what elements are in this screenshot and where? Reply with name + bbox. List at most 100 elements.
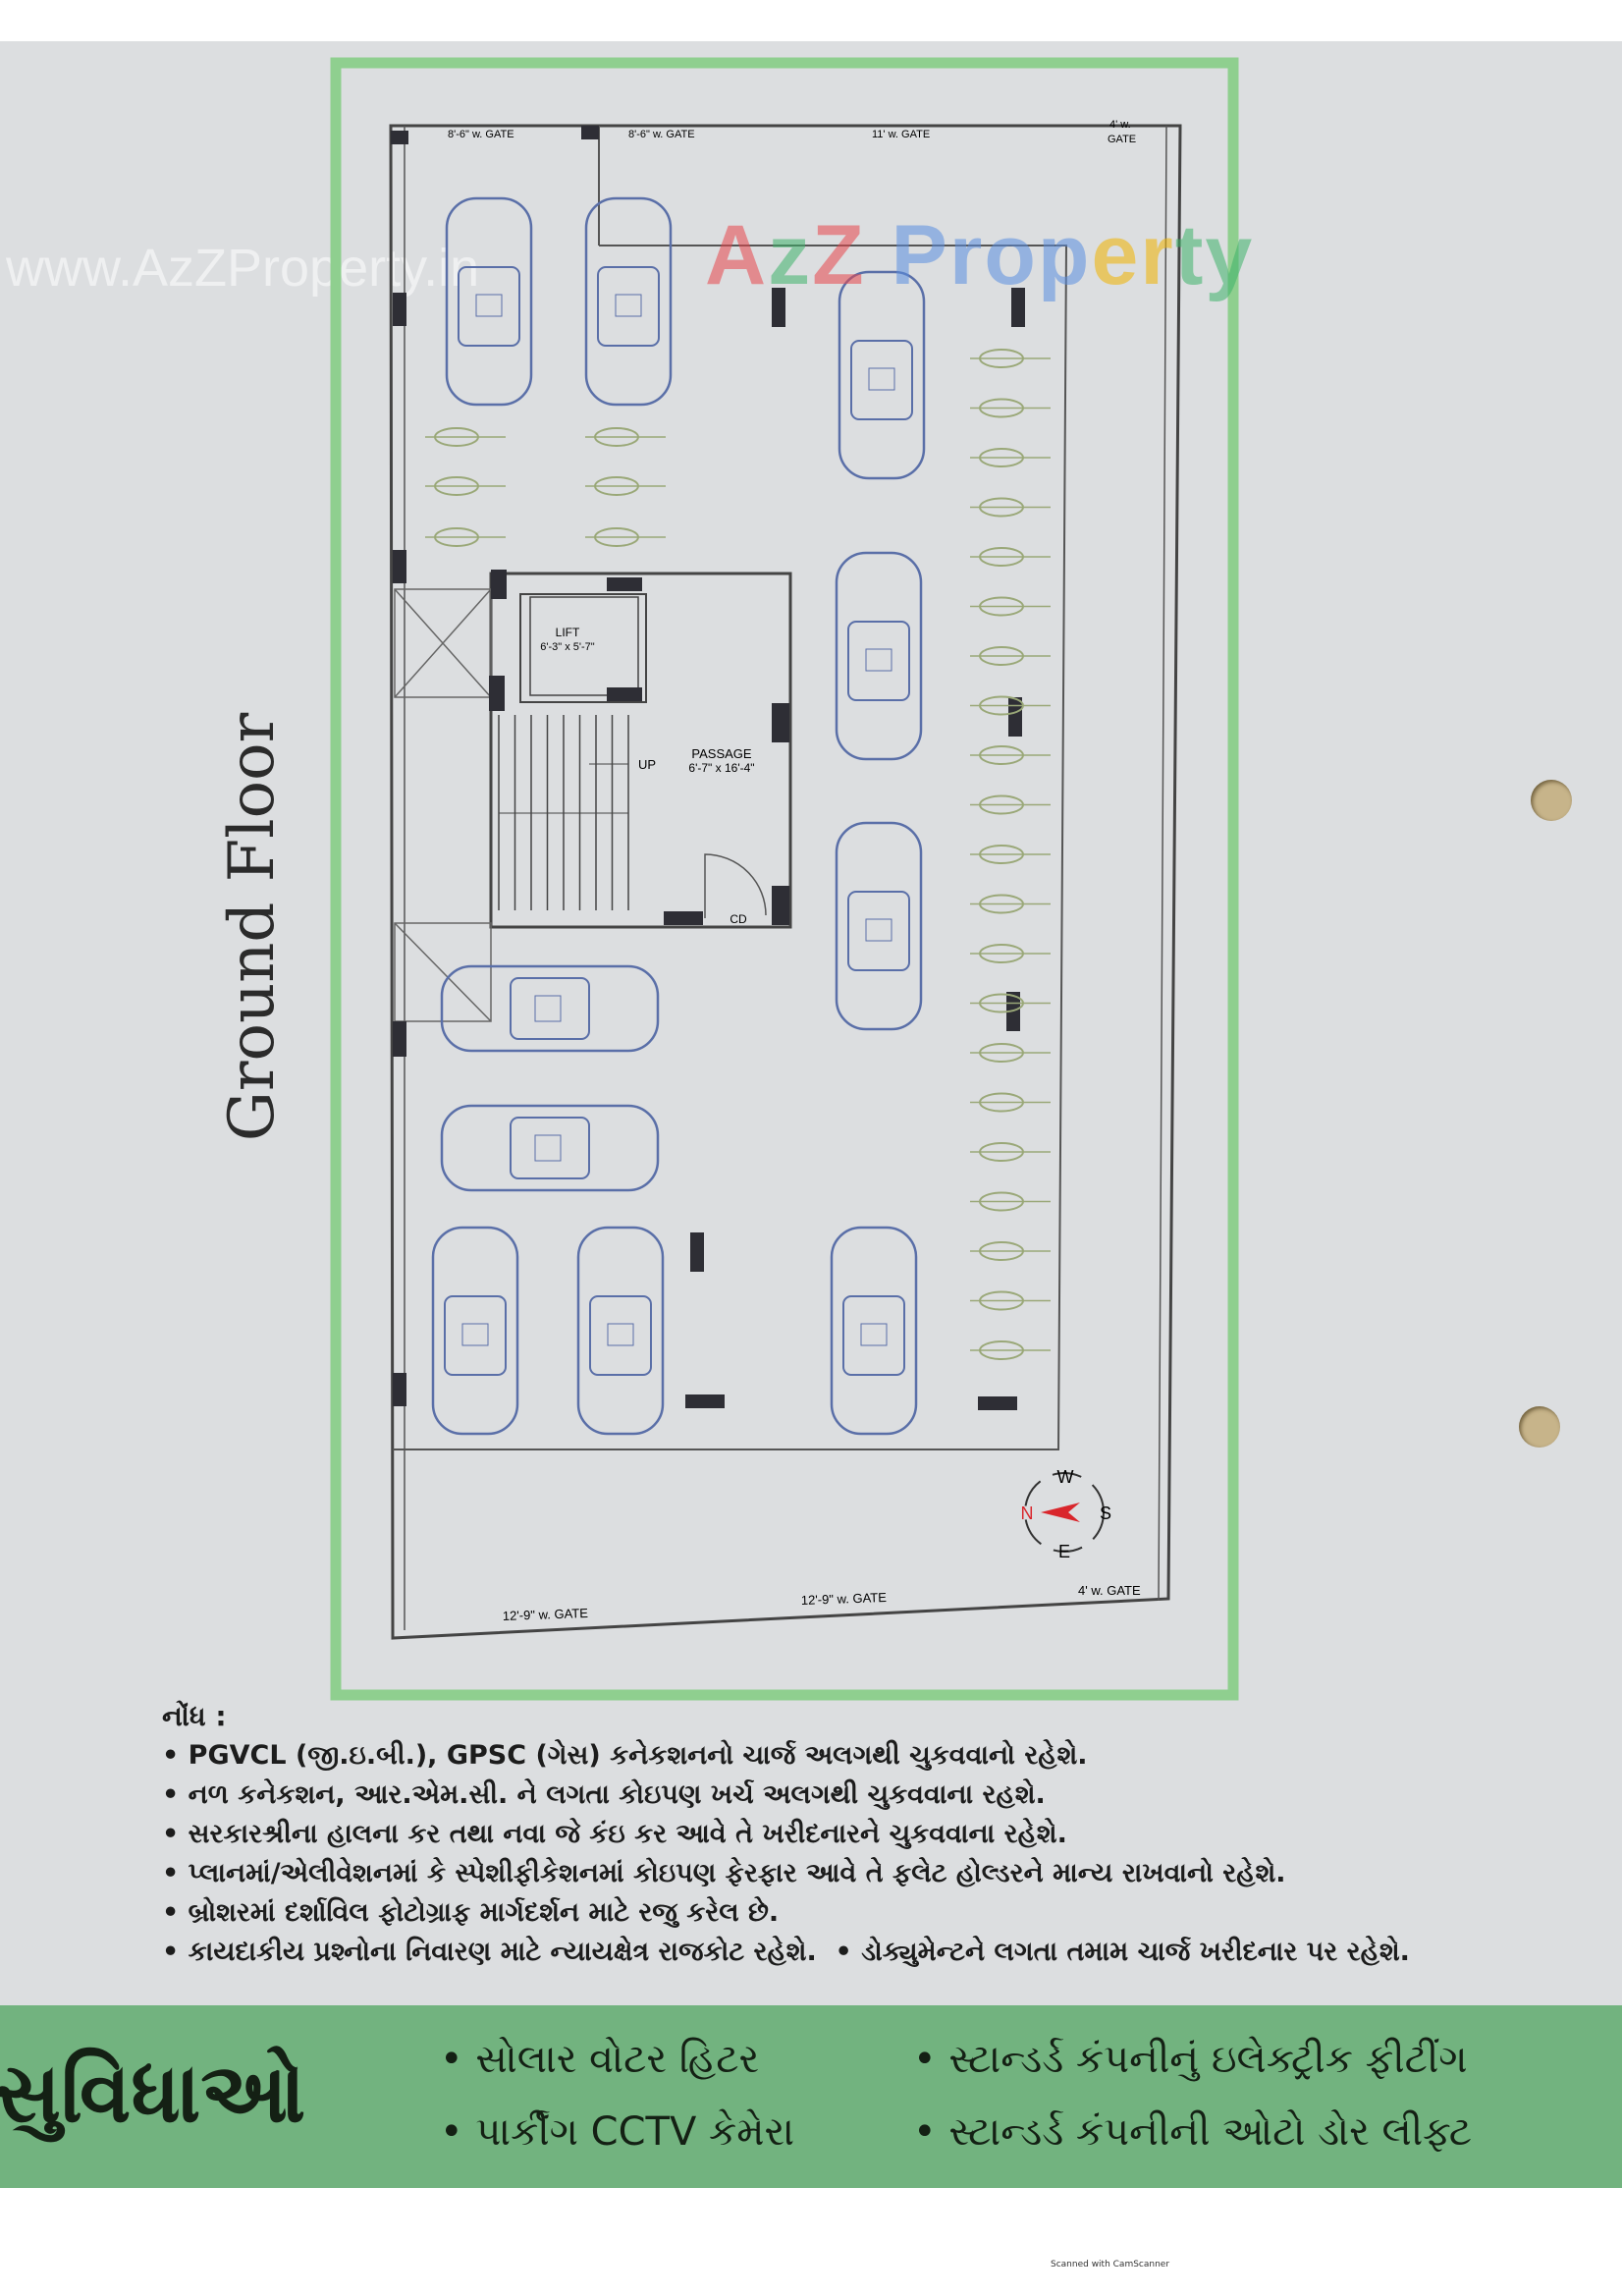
bike-icon (970, 1241, 1051, 1261)
lift-size: 6'-3" x 5'-7" (540, 641, 595, 653)
notes-heading: નોંધ : (162, 1700, 227, 1732)
bike-icon (970, 845, 1051, 864)
gate-label-top-4b: GATE (1108, 134, 1136, 145)
bike-icon (585, 427, 666, 447)
bike-icon (970, 944, 1051, 963)
plot-boundary-inner (404, 125, 1167, 1630)
bike-icon (970, 398, 1051, 418)
column-block (1011, 288, 1025, 327)
bike-icon (970, 596, 1051, 617)
amenity-item: પાર્કીંગ CCTV કેમેરા (440, 2109, 794, 2155)
column-block (772, 288, 785, 327)
note-item: ડોક્યુમેન્ટને લગતા તમામ ચાર્જ ખરીદનાર પર… (836, 1937, 1410, 1967)
compass-n: N (1021, 1503, 1034, 1523)
passage-size: 6'-7" x 16'-4" (688, 761, 754, 775)
bike-icon (425, 527, 506, 547)
watermark-url: www.AzZProperty.in (6, 239, 480, 298)
gate-label-bottom-3: 4' w. GATE (1078, 1583, 1141, 1598)
door-label: CD (730, 912, 747, 926)
binder-hole (1519, 1406, 1560, 1448)
staircase (498, 715, 629, 910)
car-icon (431, 1226, 519, 1436)
compass-e: E (1058, 1542, 1070, 1561)
amenity-item: સોલાર વોટર હિટર (440, 2037, 759, 2082)
car-icon (835, 551, 923, 761)
gate-label-bottom-2: 12'-9" w. GATE (801, 1590, 888, 1608)
notes-section: નોંધ : PGVCL (જી.ઇ.બી.), GPSC (ગેસ) કનેક… (162, 1697, 1615, 1972)
bike-icon (970, 695, 1051, 716)
watermark-logo: AzZ Property (705, 208, 1255, 302)
lift-shaft (519, 593, 647, 703)
column-block (393, 1021, 406, 1057)
note-item: PGVCL (જી.ઇ.બી.), GPSC (ગેસ) કનેકશનનો ચા… (162, 1736, 1615, 1776)
bike-icon (970, 1290, 1051, 1311)
column-block (607, 577, 642, 591)
bike-parking-slots (425, 349, 1051, 1360)
column-block (978, 1396, 1017, 1410)
brochure-sheet: www.AzZProperty.in UP LIFT 6'-3" x 5'-7"… (0, 41, 1622, 2188)
column-block (685, 1394, 725, 1408)
stair-label: UP (638, 757, 656, 772)
car-icon (445, 196, 533, 407)
gate-label-top-1: 8'-6" w. GATE (448, 129, 514, 140)
column-block (489, 676, 505, 711)
bike-icon (970, 1142, 1051, 1162)
amenity-item: સ્ટાન્ડર્ડ કંપનીનું ઇલેક્ટ્રીક ફીટીંગ (913, 2037, 1467, 2082)
bike-icon (970, 1092, 1051, 1113)
gate-label-top-2: 8'-6" w. GATE (628, 129, 695, 140)
duct-lower (394, 922, 492, 1022)
amenities-banner: સુવિધાઓ સોલાર વોટર હિટર સ્ટાન્ડર્ડ કંપની… (0, 2005, 1622, 2188)
bike-icon (970, 547, 1051, 567)
column-block (393, 550, 406, 583)
passage-label: PASSAGE (691, 746, 752, 761)
car-icon (584, 196, 673, 407)
gate-label-top-4a: 4' w. (1109, 119, 1131, 131)
column-block (391, 131, 408, 144)
duct-left (394, 588, 492, 698)
note-item: નળ કનેકશન, આર.એમ.સી. ને લગતા કોઇપણ ખર્ચ … (162, 1776, 1615, 1815)
car-icon (440, 1104, 660, 1192)
bike-icon (970, 1191, 1051, 1212)
door-swing (704, 853, 767, 918)
column-block (1008, 697, 1022, 737)
bike-icon (425, 476, 506, 496)
car-icon (576, 1226, 665, 1436)
bike-icon (970, 349, 1051, 368)
column-block (491, 570, 507, 599)
bike-icon (585, 476, 666, 496)
car-icon (835, 821, 923, 1031)
gate-label-top-3: 11' w. GATE (872, 129, 930, 140)
compass-w: W (1057, 1467, 1074, 1487)
bike-icon (970, 448, 1051, 467)
plot-boundary (389, 124, 1182, 1640)
column-block (772, 703, 789, 742)
floor-title: Ground Floor (216, 712, 289, 1142)
plan-frame (330, 57, 1239, 1701)
car-icon (838, 270, 926, 480)
note-item: બ્રોશરમાં દર્શાવિલ ફોટોગ્રાફ માર્ગદર્શન … (162, 1893, 1615, 1933)
bike-icon (970, 745, 1051, 765)
floor-plan: UP LIFT 6'-3" x 5'-7" PASSAGE 6'-7" x 16… (330, 57, 1239, 1701)
column-block (581, 126, 599, 139)
parking-boundary (393, 126, 1068, 1450)
car-icon (440, 964, 660, 1053)
bike-icon (585, 527, 666, 547)
core-block (489, 572, 792, 929)
car-parking-slots (431, 196, 926, 1436)
note-item: કાયદાકીય પ્રશ્નોના નિવારણ માટે ન્યાયક્ષે… (162, 1937, 817, 1967)
bike-icon (970, 794, 1051, 815)
bike-icon (425, 427, 506, 447)
bike-icon (970, 894, 1051, 914)
column-block (393, 1373, 406, 1406)
note-item: સરકારશ્રીના હાલના કર તથા નવા જે કંઇ કર આ… (162, 1815, 1615, 1854)
amenities-heading: સુવિધાઓ (0, 2045, 306, 2141)
bike-icon (970, 497, 1051, 518)
compass-s: S (1100, 1503, 1111, 1523)
columns (391, 126, 1025, 1410)
bike-icon (970, 1043, 1051, 1063)
compass-icon: W S E N (1021, 1467, 1112, 1561)
gate-label-bottom-1: 12'-9" w. GATE (503, 1606, 589, 1623)
car-icon (830, 1226, 918, 1436)
bike-icon (970, 993, 1051, 1013)
column-block (664, 911, 703, 925)
